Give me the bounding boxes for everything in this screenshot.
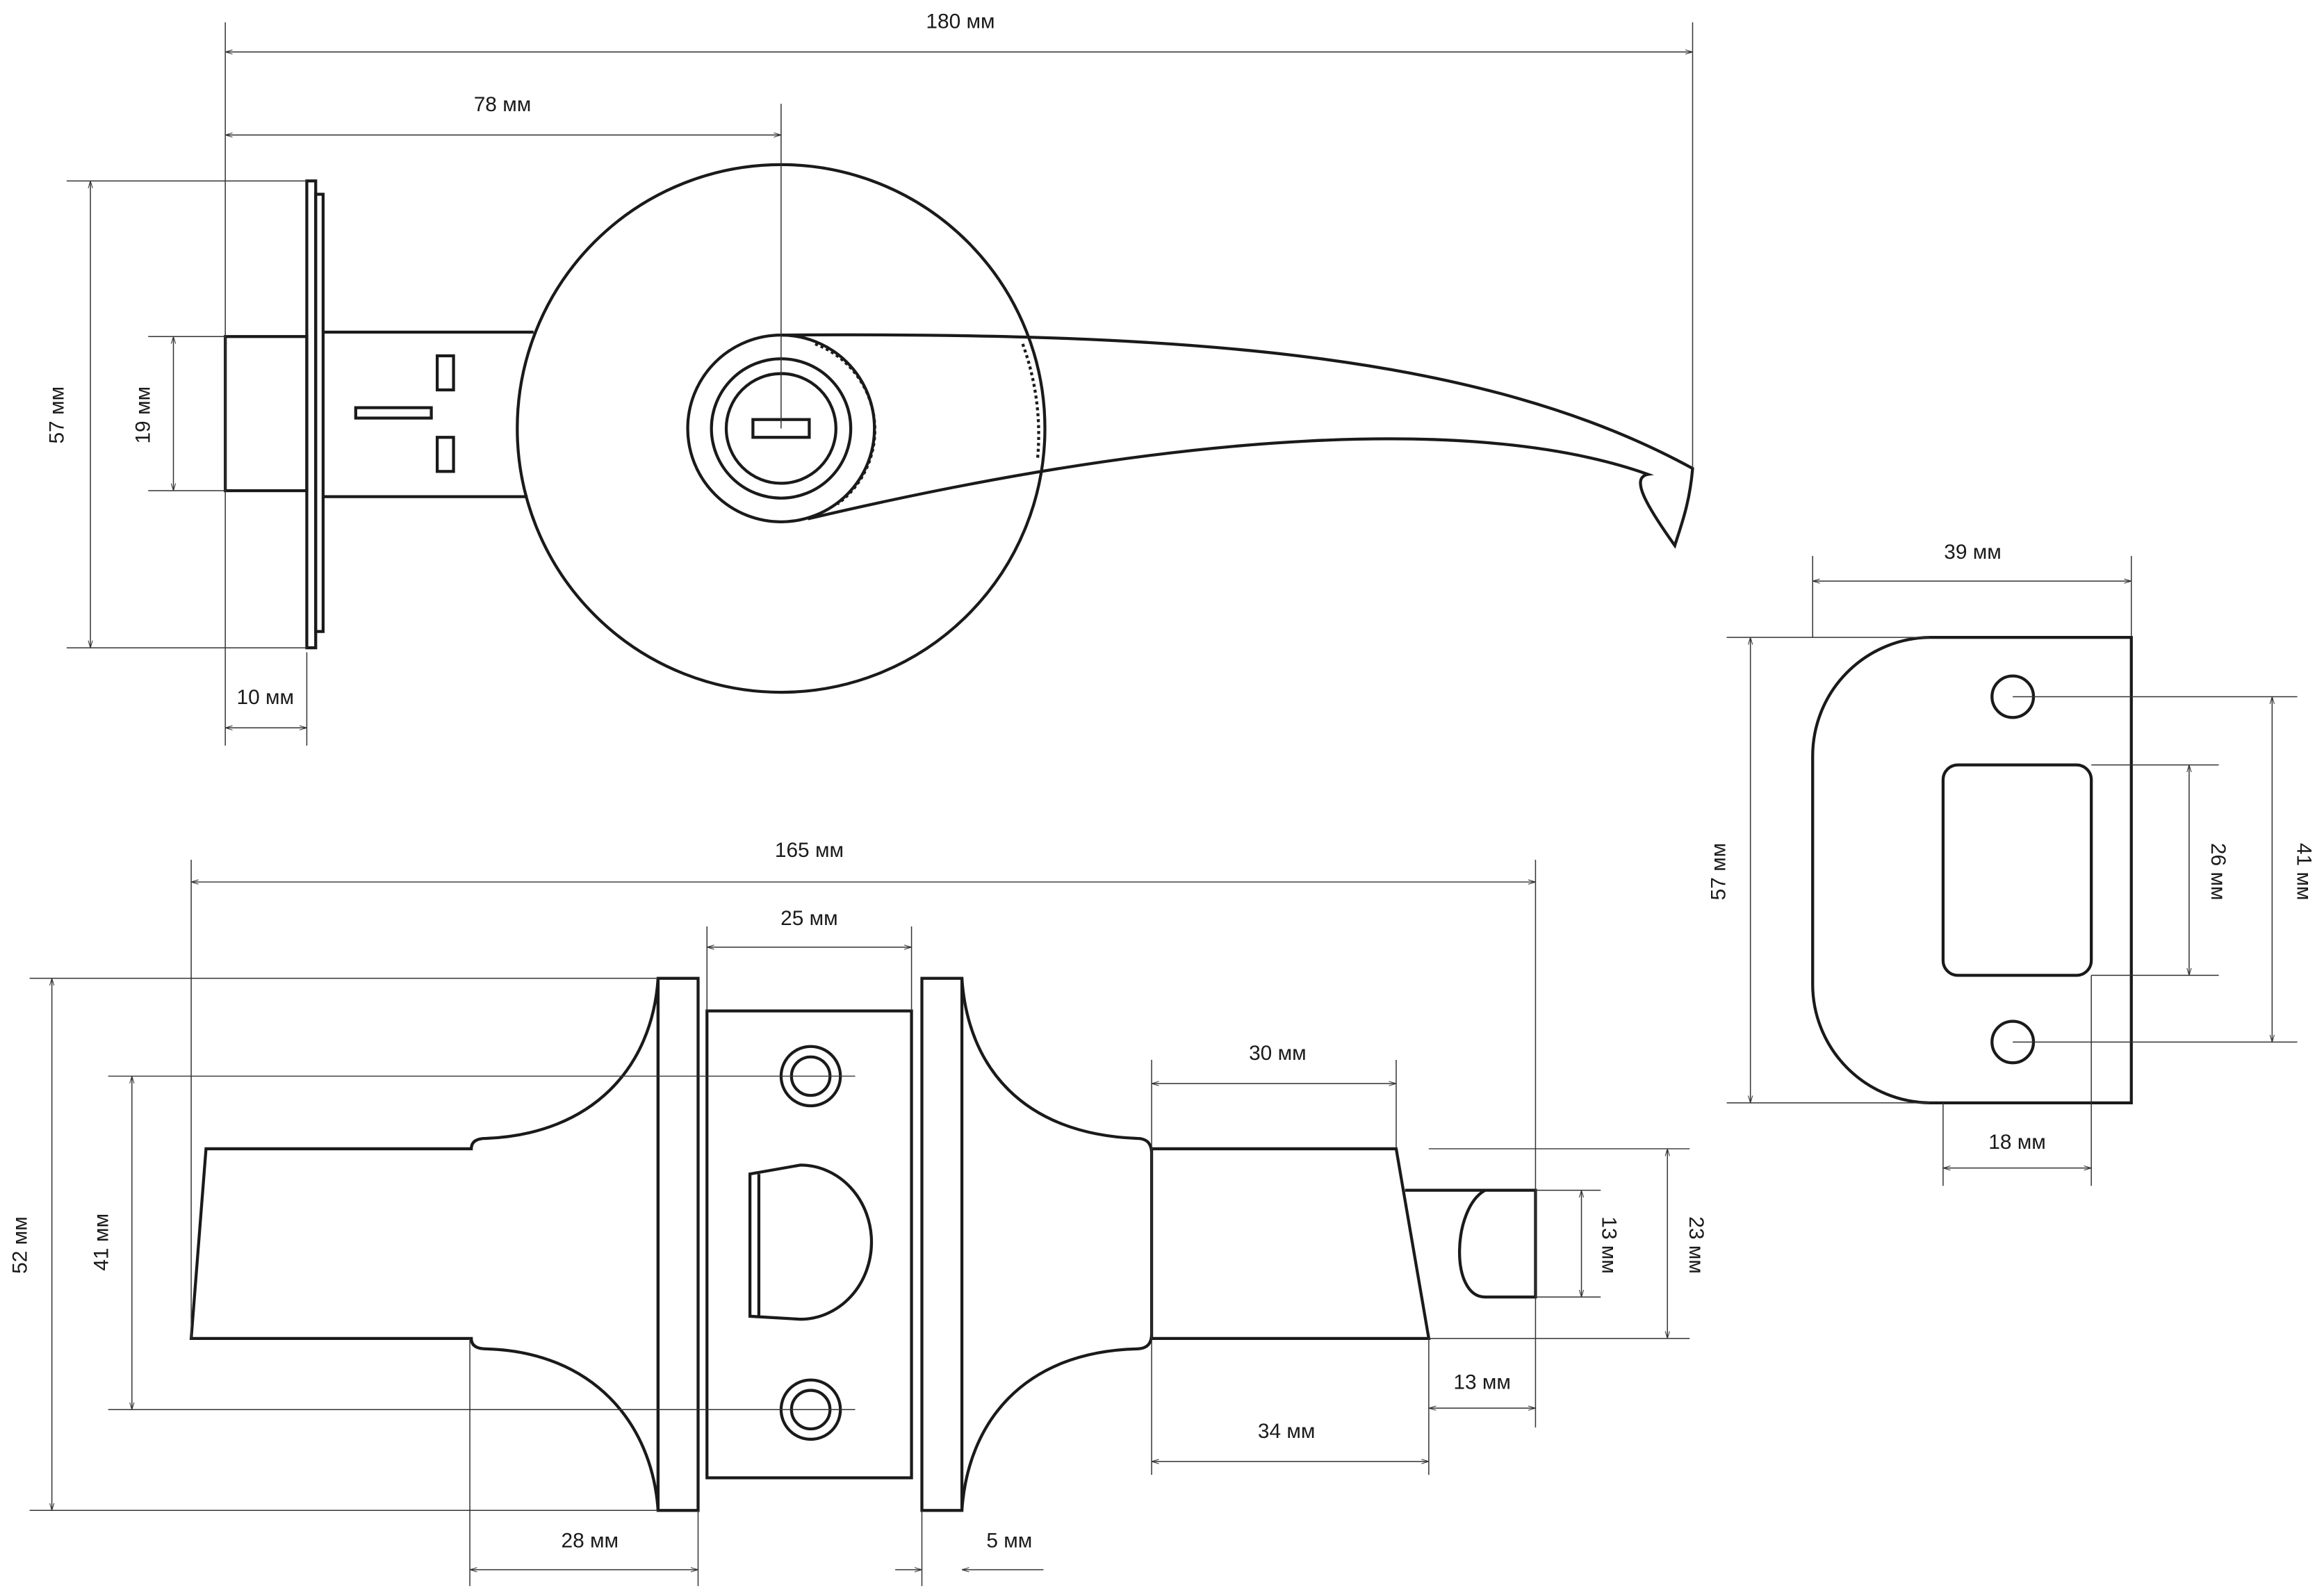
side-view [189, 976, 1537, 1512]
strike-opening [1941, 763, 2093, 977]
hidden-line [815, 342, 1040, 505]
strike-plate [1811, 636, 2133, 1104]
dim-rosette-to-axis: 78 мм [474, 93, 532, 116]
dim-button-height: 13 мм [1597, 1216, 1620, 1274]
dim-neck-length: 28 мм [562, 1530, 619, 1553]
latch-body [322, 330, 534, 498]
dim-strike-hole-spacing: 41 мм [2293, 843, 2316, 901]
dim-overall-length: 180 мм [926, 10, 995, 33]
latch-face [224, 335, 309, 493]
latch-bolt [748, 1163, 874, 1321]
dim-rosette-height: 57 мм [46, 386, 69, 444]
dim-handle-base-length: 34 мм [1258, 1420, 1316, 1443]
rosette-inner-plate [314, 193, 325, 633]
dim-rosette-inner: 41 мм [90, 1213, 113, 1271]
faceplate [705, 1009, 913, 1480]
strike-plate-outline [1811, 636, 2133, 1104]
dim-strike-width: 39 мм [1944, 541, 2002, 564]
right-rosette [920, 976, 964, 1512]
dim-plate-thickness: 5 мм [986, 1530, 1032, 1553]
dim-latch-height: 19 мм [131, 386, 154, 444]
slot [436, 436, 455, 473]
dim-faceplate-width: 25 мм [780, 907, 838, 930]
extension-lines [29, 22, 2298, 1587]
dim-handle-height: 23 мм [1685, 1216, 1708, 1274]
dim-latch-depth: 10 мм [236, 686, 294, 709]
left-rosette [656, 976, 700, 1512]
push-button [1405, 1188, 1537, 1299]
dim-handle-length: 30 мм [1249, 1042, 1307, 1065]
dim-strike-opening-height: 26 мм [2207, 843, 2229, 901]
dim-strike-opening-width: 18 мм [1988, 1131, 2046, 1154]
right-handle [960, 978, 1431, 1511]
dim-button-length: 13 мм [1453, 1371, 1511, 1393]
left-handle [189, 978, 660, 1511]
dimension-labels: 180 мм 78 мм 57 мм 19 мм 10 мм 39 мм 57 … [8, 10, 2315, 1553]
slot [436, 354, 455, 392]
dim-side-overall-length: 165 мм [775, 839, 844, 862]
top-view [224, 163, 1694, 694]
dim-strike-height: 57 мм [1707, 843, 1730, 901]
dimension-lines [52, 52, 2273, 1570]
slot [354, 406, 433, 420]
dim-rosette-diameter: 52 мм [8, 1216, 31, 1274]
lever-handle [780, 333, 1694, 549]
